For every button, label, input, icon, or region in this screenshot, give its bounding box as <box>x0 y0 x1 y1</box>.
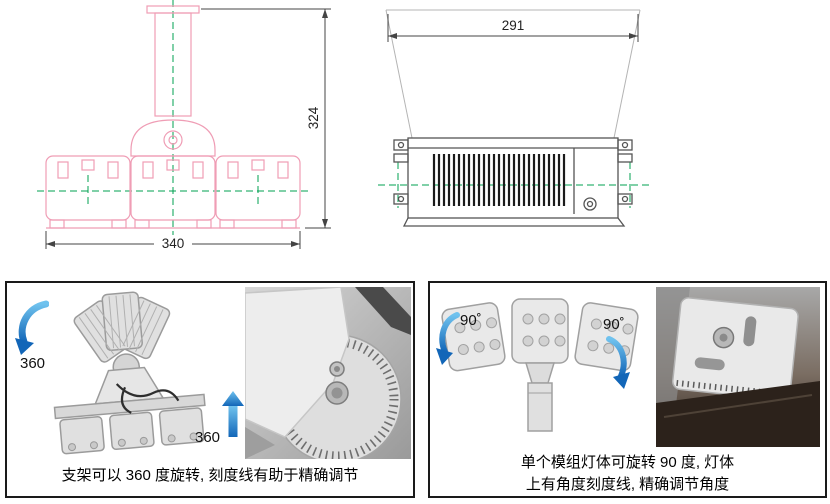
tilt-up-arrow-icon <box>222 391 244 437</box>
photo-fixture-top <box>438 289 642 435</box>
rotation-360-label-lower: 360 <box>195 429 221 446</box>
rotate-90-right-arrow-icon <box>606 336 630 389</box>
cables <box>115 383 180 414</box>
lamp-modules-outline <box>45 155 301 229</box>
dimension-291: 291 <box>387 14 639 42</box>
front-height-dim-label: 324 <box>306 106 321 129</box>
mounting-pole-outline <box>130 5 216 157</box>
side-width-dim-label: 291 <box>502 18 525 33</box>
rotate-90-left-arrow-icon <box>436 312 460 365</box>
rotation-360-label-upper: 360 <box>20 355 46 372</box>
photo-rotation-dial <box>245 287 411 459</box>
centerlines <box>37 0 309 252</box>
rotation-90-label-right: 90˚ <box>603 316 625 333</box>
module-rotation-caption-line2: 上有角度刻度线, 精确调节角度 <box>525 476 730 493</box>
bracket-rotation-caption: 支架可以 360 度旋转, 刻度线有助于精确调节 <box>61 467 359 484</box>
photo-fixture-rear <box>13 287 243 457</box>
heatsink-fins <box>432 154 566 206</box>
module-rotation-caption-line1: 单个模组灯体可旋转 90 度, 灯体 <box>520 454 735 471</box>
side-view-drawing: 291 <box>378 9 650 227</box>
rotate-360-arrow-icon <box>15 300 49 355</box>
dimension-340: 340 <box>45 231 301 252</box>
bracket-rotation-box: 360 360 支架可以 360 度旋转, 刻度线有助于精确调节 <box>5 281 415 498</box>
dimension-324: 324 <box>201 8 331 229</box>
front-view-drawing: 340 324 <box>37 0 331 252</box>
front-width-dim-label: 340 <box>162 236 185 251</box>
photo-angle-scale <box>656 287 820 447</box>
rotation-90-label-left: 90˚ <box>460 312 482 329</box>
module-rotation-box: 90˚ 90˚ 单个模组灯体可旋转 90 度, 灯体 上有角度刻度线, 精确调节… <box>428 281 827 498</box>
housing-outline <box>393 137 633 227</box>
bracket-arm-outline <box>385 9 641 139</box>
